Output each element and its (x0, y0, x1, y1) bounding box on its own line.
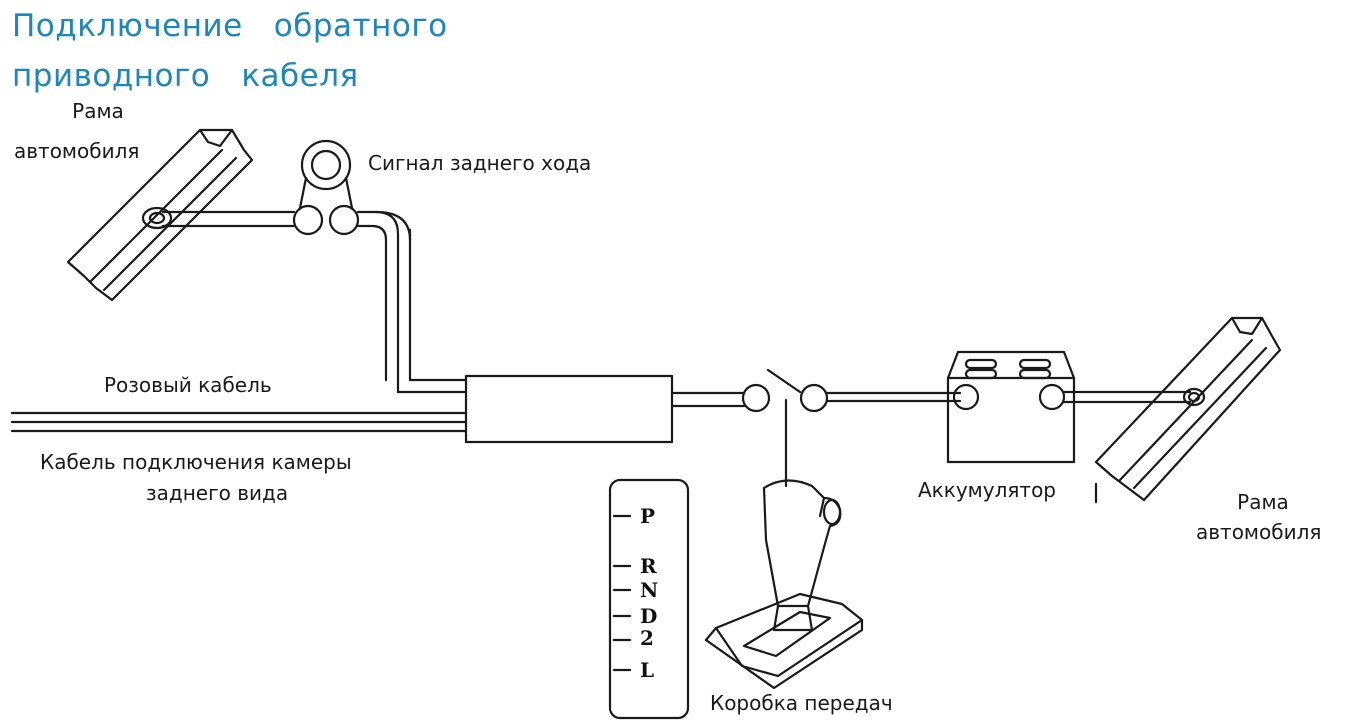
pink-cable-wire (356, 210, 468, 394)
gear-label-p: P (640, 504, 656, 528)
label-battery: Аккумулятор (918, 478, 1056, 502)
vehicle-frame-left-icon (66, 128, 254, 302)
switch-terminal-left-icon (741, 383, 771, 413)
reverse-signal-lamp-icon (298, 139, 354, 210)
label-camera-cable-2: заднего вида (146, 481, 289, 505)
gear-label-n: N (640, 578, 659, 602)
gear-indicator-panel (608, 478, 690, 720)
lamp-terminal-left-icon (292, 204, 324, 236)
lamp-terminal-right-icon (328, 204, 360, 236)
label-frame-left-1: Рама (72, 99, 124, 123)
label-reverse-signal: Сигнал заднего хода (368, 151, 592, 175)
connection-box (464, 374, 674, 444)
label-pink-cable: Розовый кабель (104, 373, 272, 397)
gear-label-l: L (640, 658, 655, 682)
label-frame-right-1: Рама (1237, 490, 1289, 514)
switch-lever-icon (766, 368, 802, 394)
label-gearbox: Коробка передач (710, 691, 893, 715)
label-frame-left-2: автомобиля (14, 139, 140, 163)
label-camera-cable-1: Кабель подключения камеры (40, 450, 352, 474)
gear-label-d: D (640, 604, 658, 628)
camera-cable-wire (10, 411, 468, 433)
ground-bolt-left-icon (141, 206, 173, 230)
switch-terminal-right-icon (799, 383, 829, 413)
battery-icon (946, 350, 1076, 464)
diagram-title-line-2: приводного кабеля (12, 58, 359, 94)
vehicle-frame-right-icon (1094, 316, 1282, 502)
gear-label-r: R (640, 554, 657, 578)
gear-label-2: 2 (640, 626, 654, 650)
ground-wire (161, 210, 296, 228)
gear-shifter-icon (704, 479, 864, 690)
diagram-title-line-1: Подключение обратного (12, 8, 448, 44)
label-frame-right-2: автомобиля (1196, 520, 1322, 544)
ground-bolt-right-icon (1182, 387, 1206, 407)
